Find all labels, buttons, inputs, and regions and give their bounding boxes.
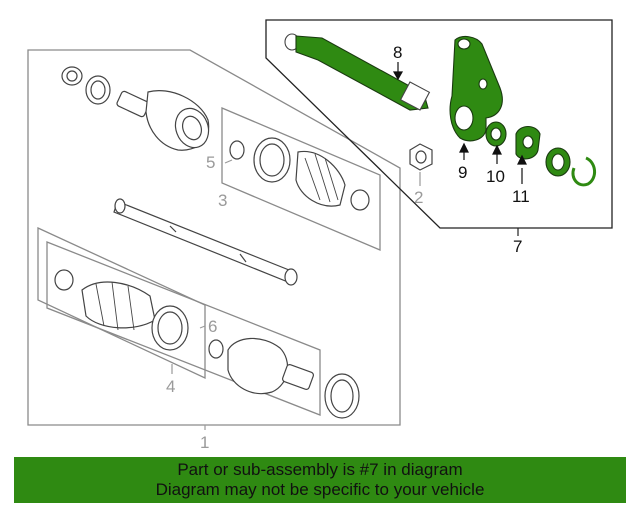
axle-shaft: [113, 198, 298, 286]
callout-1: 1: [200, 433, 209, 452]
axle-assembly-group: [27, 49, 401, 426]
banner-line-1: Part or sub-assembly is #7 in diagram: [177, 460, 463, 479]
intermediate-shaft: [284, 33, 431, 111]
callout-4: 4: [166, 377, 175, 396]
snap-ring: [208, 339, 224, 359]
bearing-snap-ring: [571, 156, 596, 187]
kit-4-inner-boundary: [46, 241, 321, 416]
inner-boot-clamp: [54, 269, 74, 291]
outer-boot: [253, 137, 370, 211]
callout-2: 2: [414, 188, 423, 207]
callout-8: 8: [393, 43, 402, 62]
callout-7: 7: [513, 237, 522, 256]
callout-10: 10: [486, 167, 505, 186]
retaining-ring: [229, 140, 245, 160]
assembly-7-boundary: [265, 19, 613, 229]
outer-cv-joint: [116, 90, 210, 151]
highlight-leaders: [392, 62, 527, 184]
bearing-support-bracket: [449, 35, 503, 142]
part-notice-banner: Part or sub-assembly is #7 in diagram Di…: [14, 457, 626, 503]
support-bearing: [485, 121, 507, 147]
callout-5: 5: [206, 153, 215, 172]
kit-4-boundary: [37, 226, 206, 380]
assembly-1-boundary: [27, 49, 401, 426]
inner-boot: [81, 281, 189, 351]
callout-3: 3: [218, 191, 227, 210]
axle-parts: [54, 66, 433, 419]
inner-cv-joint: [227, 337, 314, 395]
banner-line-2: Diagram may not be specific to your vehi…: [155, 480, 485, 499]
intermediate-shaft-group: [265, 19, 613, 236]
gray-leaders: [171, 159, 421, 430]
callout-11: 11: [512, 187, 530, 206]
callout-6: 6: [208, 317, 217, 336]
kit-3-boundary: [221, 107, 381, 251]
callout-9: 9: [458, 163, 467, 182]
bearing-cover-plate: [515, 125, 541, 160]
